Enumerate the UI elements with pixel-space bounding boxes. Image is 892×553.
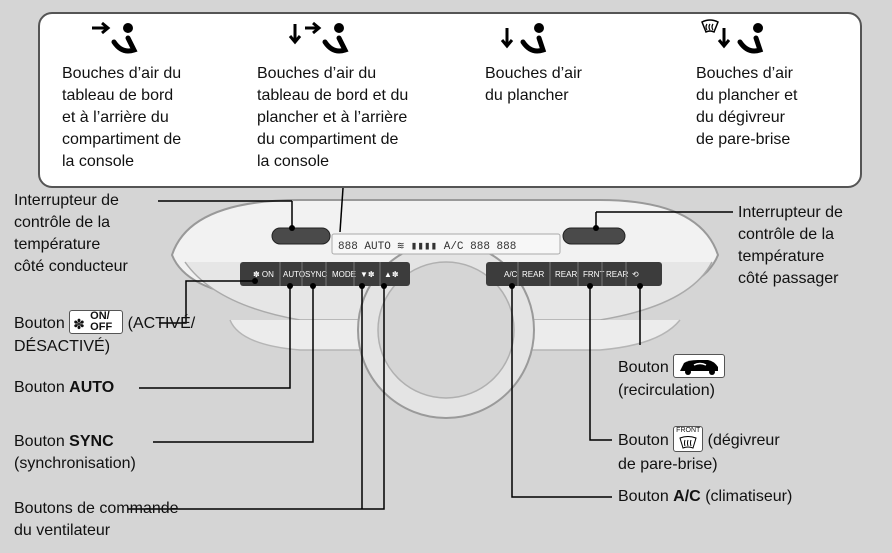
mode-text-line: de pare-brise [696,131,791,148]
mode-text-line: la console [62,153,135,170]
label-suffix: (climatiseur) [705,488,793,505]
label-bold: SYNC [69,433,114,450]
label-suffix: (ACTIVÉ/ [127,315,196,333]
icon-text: FRONT [676,427,701,434]
label-line: de pare-brise) [618,456,718,473]
floor-vent-icon [500,23,547,54]
svg-text:AUTO: AUTO [283,270,305,279]
fan-onoff-button-icon: ✽ ON/ OFF [69,310,124,334]
mode-text-line: tableau de bord et du [257,87,409,104]
label-line: DÉSACTIVÉ) [14,338,111,355]
svg-text:✽ ON: ✽ ON [253,270,274,279]
mode-text-line: compartiment de [62,131,182,148]
label-prefix: Bouton [618,359,669,377]
label-line: du ventilateur [14,522,111,539]
label-line: Interrupteur de [738,204,843,221]
sync-label: Bouton SYNC (synchronisation) [14,431,136,475]
mode-text-line: et à l’arrière du [62,109,169,126]
svg-text:A/C: A/C [504,270,518,279]
defrost-label: Bouton FRONT (dégivreur de pare-brise) [618,426,780,476]
label-line: température [738,248,825,265]
label-prefix: Bouton [14,315,65,333]
mode-text-line: du dégivreur [696,109,785,126]
label-line: (synchronisation) [14,455,136,472]
label-line: côté passager [738,270,839,287]
svg-text:FRNT: FRNT [583,270,604,279]
label-line: Boutons de commande [14,500,179,517]
svg-text:SYNC: SYNC [305,270,327,279]
fan-control-label: Boutons de commande du ventilateur [14,498,179,542]
passenger-temp-label: Interrupteur de contrôle de la températu… [738,202,843,290]
svg-text:REAR: REAR [606,270,628,279]
mode-text-line: du plancher et [696,87,798,104]
auto-label: Bouton AUTO [14,377,114,399]
icon-text: ON/ [90,310,110,322]
label-line: côté conducteur [14,258,128,275]
display-left-temp: 888 AUTO ≋ ▮▮▮▮ A/C 888 888 [338,241,516,253]
mode-text-line: du compartiment de [257,131,399,148]
mode-floor-defrost: Bouches d’air du plancher et du dégivreu… [696,18,856,151]
recirc-label: Bouton (recirculation) [618,354,726,402]
driver-temp-label: Interrupteur de contrôle de la températu… [14,190,128,278]
face-vent-icon [92,21,138,54]
defrost-icon [679,436,697,449]
mode-text-line: Bouches d’air [696,65,793,82]
label-bold: A/C [673,488,701,505]
recirculation-button-icon [673,354,726,378]
fan-icon: ✽ [73,316,85,332]
car-recirculation-icon [680,360,719,375]
icon-text: OFF [90,321,113,333]
mode-text-line: plancher et à l’arrière [257,109,408,126]
mode-face: Bouches d’air du tableau de bord et à l’… [62,18,242,173]
mode-text-line: tableau de bord [62,87,174,104]
label-bold: AUTO [69,379,115,396]
svg-text:▼✽: ▼✽ [360,270,375,279]
mode-text-line: la console [257,153,330,170]
mode-text-line: du plancher [485,87,569,104]
svg-text:REAR: REAR [522,270,544,279]
onoff-label: Bouton ✽ ON/ OFF (ACTIVÉ/ DÉSACTIVÉ) [14,310,196,358]
label-line: contrôle de la [738,226,835,243]
label-prefix: Bouton [618,488,669,505]
mode-floor: Bouches d’air du plancher [485,18,645,107]
mode-face-floor: Bouches d’air du tableau de bord et du p… [257,18,457,173]
mode-text-line: Bouches d’air du [257,65,377,82]
mode-text-line: Bouches d’air du [62,65,182,82]
face-floor-vent-icon [288,21,349,54]
label-line: contrôle de la [14,214,111,231]
svg-text:⟲: ⟲ [632,270,639,279]
svg-text:MODE: MODE [332,270,356,279]
label-suffix: (dégivreur [707,432,780,450]
label-prefix: Bouton [14,433,65,450]
label-line: température [14,236,101,253]
ac-label: Bouton A/C (climatiseur) [618,486,792,508]
label-line: Interrupteur de [14,192,119,209]
front-defrost-button-icon: FRONT [673,426,704,452]
label-prefix: Bouton [618,432,669,450]
mode-text-line: Bouches d’air [485,65,582,82]
label-line: (recirculation) [618,382,715,399]
floor-defrost-vent-icon [701,19,764,54]
svg-text:▲✽: ▲✽ [384,270,399,279]
label-prefix: Bouton [14,379,65,396]
svg-text:REAR: REAR [555,270,577,279]
